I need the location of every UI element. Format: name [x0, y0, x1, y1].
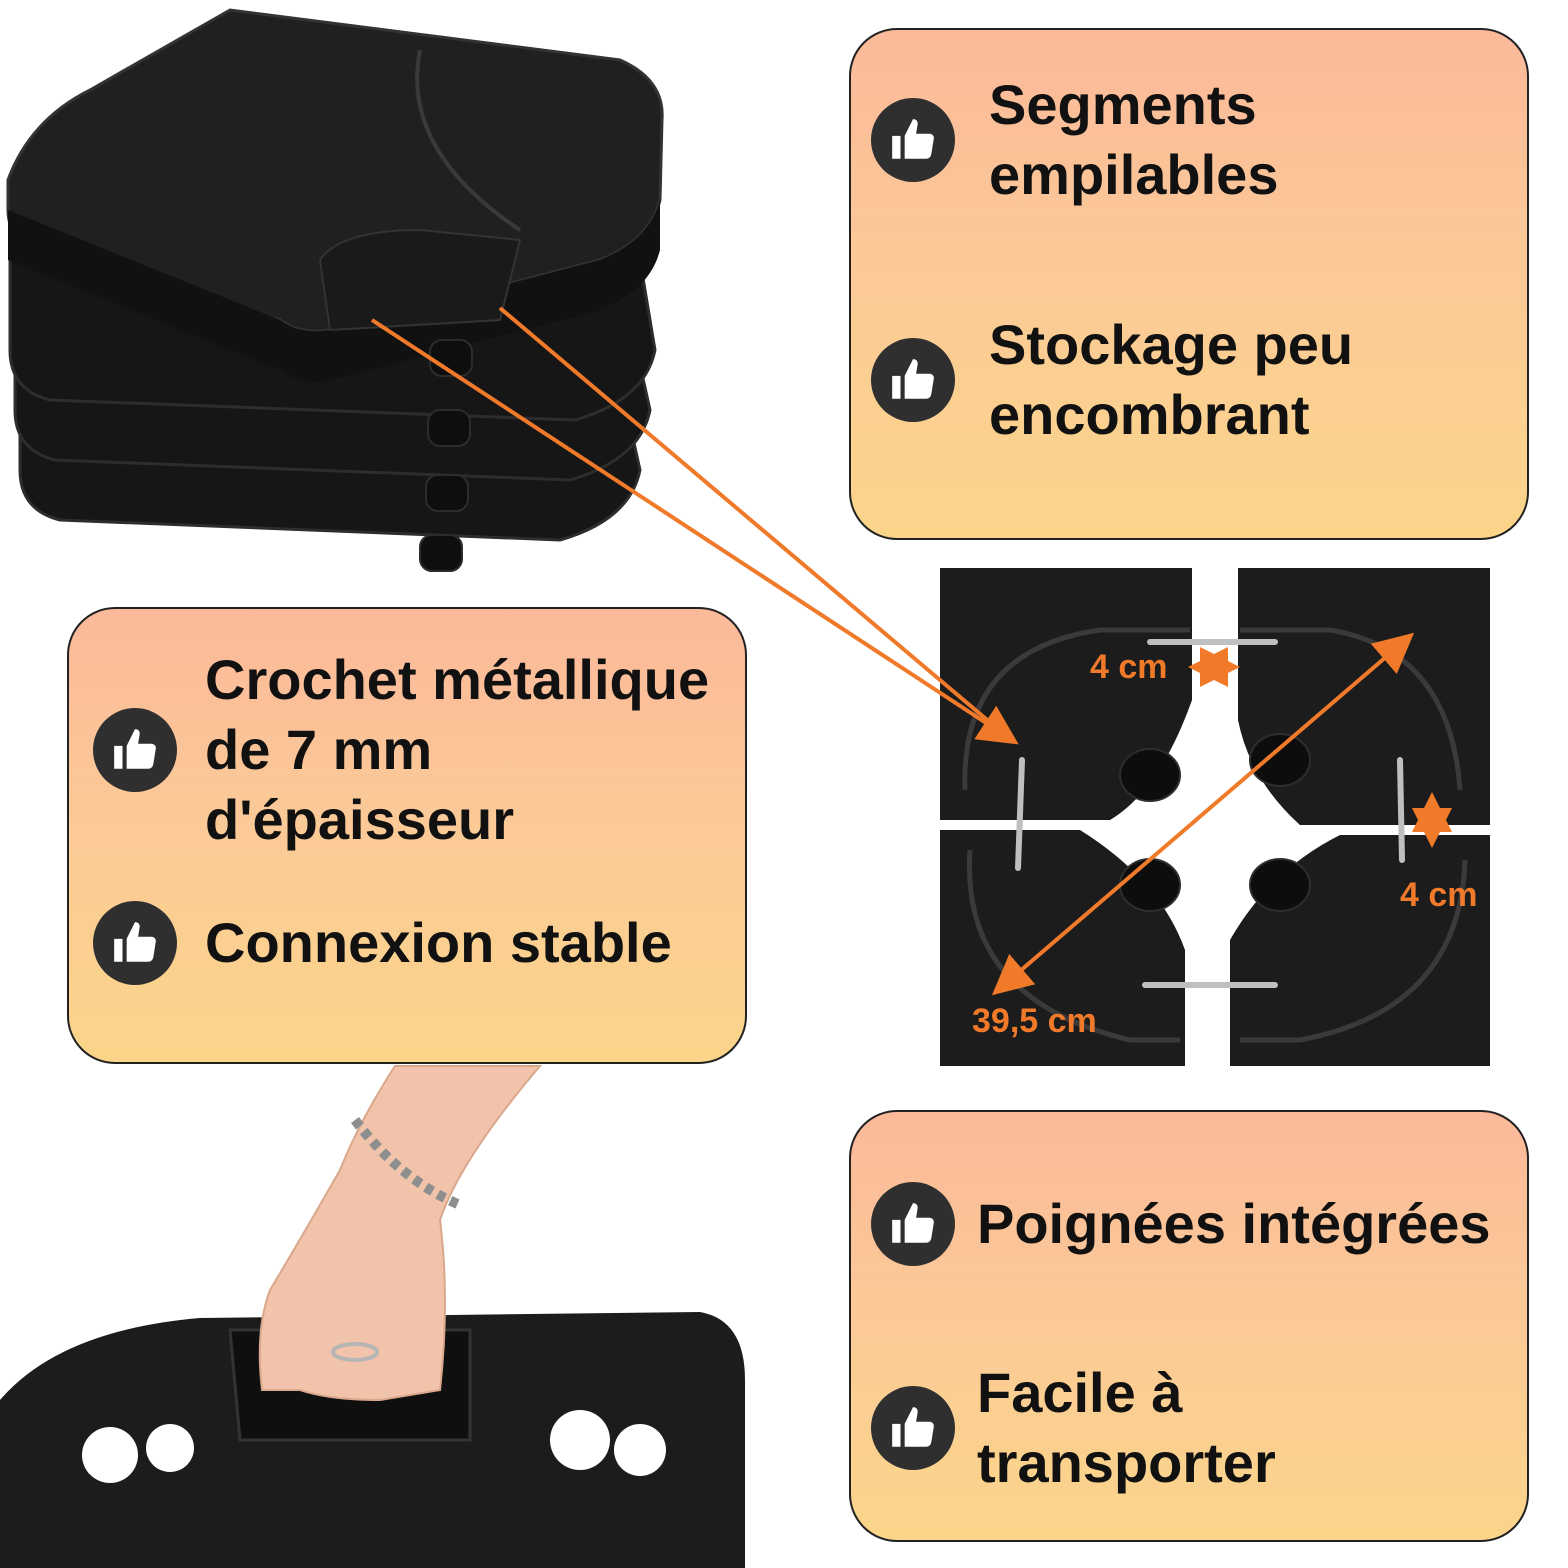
feature-label: Facile à transporter [977, 1361, 1276, 1494]
thumbs-up-icon [93, 708, 177, 792]
dimension-label-gap-vertical: 4 cm [1400, 876, 1478, 914]
feature-card-middle-left: Crochet métallique de 7 mm d'épaisseur C… [67, 607, 747, 1064]
thumbs-up-icon [871, 1386, 955, 1470]
feature-stackable: Segments empilables [871, 70, 1278, 210]
feature-label: Crochet métallique de 7 mm d'épaisseur [205, 648, 710, 851]
thumbs-up-icon [93, 901, 177, 985]
feature-stable-connection: Connexion stable [93, 901, 672, 985]
feature-compact-storage: Stockage peu encombrant [871, 310, 1353, 450]
thumbs-up-icon [871, 98, 955, 182]
feature-card-bottom-right: Poignées intégrées Facile à transporter [849, 1110, 1529, 1542]
thumbs-up-icon [871, 338, 955, 422]
dimension-label-gap-horizontal: 4 cm [1090, 648, 1168, 686]
dimension-label-diagonal: 39,5 cm [972, 1002, 1097, 1040]
feature-label: Connexion stable [205, 911, 672, 974]
feature-easy-transport: Facile à transporter [871, 1358, 1276, 1498]
feature-integrated-handles: Poignées intégrées [871, 1182, 1491, 1266]
feature-metal-hook: Crochet métallique de 7 mm d'épaisseur [93, 645, 709, 855]
thumbs-up-icon [871, 1182, 955, 1266]
feature-label: Stockage peu encombrant [989, 313, 1354, 446]
feature-label: Segments empilables [989, 73, 1279, 206]
feature-label: Poignées intégrées [977, 1192, 1491, 1255]
feature-card-top-right: Segments empilables Stockage peu encombr… [849, 28, 1529, 540]
